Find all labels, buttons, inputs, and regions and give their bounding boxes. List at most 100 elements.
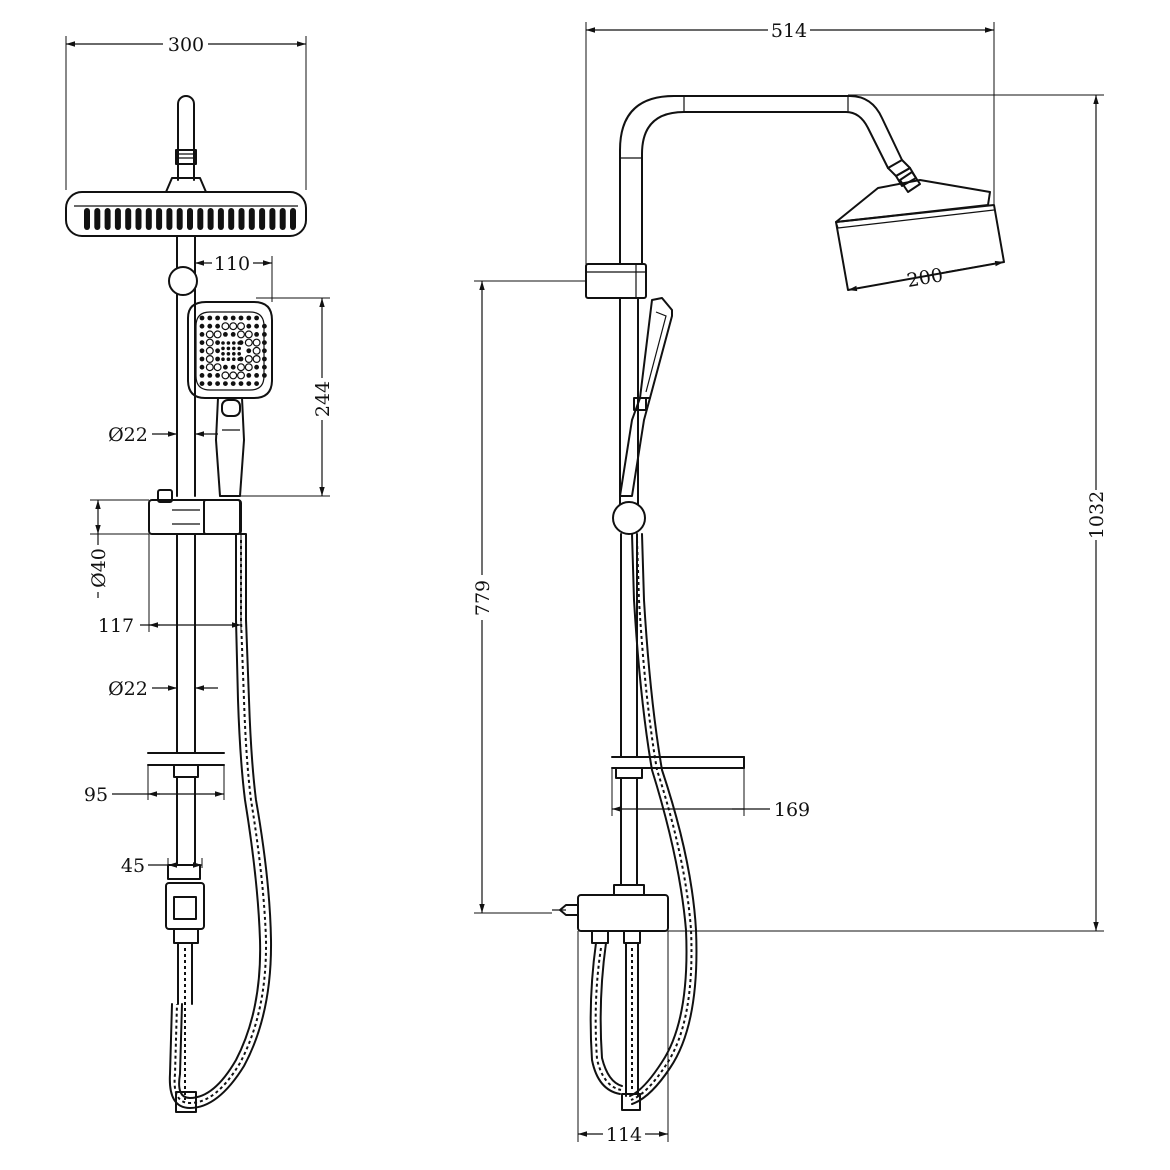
dim-label-95: 95 [84,784,108,806]
dim-valve-depth: 114 [577,931,669,1146]
dim-arm-projection: 514 [585,20,995,264]
spray-hole [246,381,252,386]
spray-hole [254,364,259,370]
spray-hole [246,323,252,329]
dim-handshower-length: 244 [240,297,334,497]
spray-hole [237,371,246,380]
spray-hole [246,373,252,378]
side-rail [612,297,646,886]
front-shelf [147,752,225,778]
dim-label-114: 114 [606,1124,642,1146]
side-mixer-valve [552,884,669,944]
center-spray-hole [221,346,225,351]
center-spray-hole [232,352,236,356]
spray-hole [246,348,252,354]
nozzle-slot [279,208,286,230]
spray-hole [199,373,205,378]
front-hose [168,533,273,1113]
spray-hole [213,363,222,372]
dim-rail-diameter-upper: Ø22 [108,424,218,446]
spray-hole [205,338,214,347]
nozzle-slot [197,208,204,230]
center-spray-hole [226,341,231,345]
nozzle-slot [248,208,255,230]
spray-hole [230,332,236,337]
spray-hole [262,323,267,329]
dim-label-d22-upper: Ø22 [108,424,148,446]
spray-hole [223,381,228,386]
spray-hole [215,348,221,354]
nozzle-slot [238,208,245,230]
center-spray-hole [221,341,225,345]
front-hand-shower [187,301,273,497]
spray-hole [205,355,214,364]
spray-hole [215,356,221,362]
center-spray-hole [237,357,241,362]
dim-head-diameter: 200 [847,260,1005,292]
side-shelf [611,756,745,779]
dim-outlet-width: 45 [121,855,203,877]
spray-hole [262,348,267,354]
dim-holder-projection: 117 [98,534,242,637]
spray-hole [215,315,221,321]
spray-hole [262,364,267,370]
spray-hole [205,330,214,339]
nozzle-slot [125,208,132,230]
spray-hole [229,371,238,380]
nozzle-slot [84,208,90,230]
spray-hole [207,315,213,321]
spray-hole [252,346,261,355]
nozzle-slot [217,208,224,230]
spray-hole [254,315,259,321]
spray-hole [262,373,267,378]
spray-hole [199,332,205,337]
spray-hole [230,364,236,370]
front-holder [148,489,242,535]
side-shower-arm [619,95,917,265]
dim-label-244: 244 [312,381,334,417]
spray-hole [207,323,213,329]
dim-label-200: 200 [905,264,945,292]
spray-hole [221,371,230,380]
nozzle-slot [135,208,142,230]
side-wall-bracket [585,263,647,299]
spray-hole [237,322,246,331]
spray-hole [205,346,214,355]
center-spray-hole [237,352,241,356]
spray-hole [252,355,261,364]
spray-hole [199,356,205,362]
dim-holder-diameter: Ø40 [88,499,149,598]
nozzle-slot [94,208,101,230]
spray-hole [199,381,205,386]
front-rain-head [65,191,307,237]
spray-hole [205,363,214,372]
spray-hole [199,315,205,321]
nozzle-slot [166,208,173,230]
center-spray-hole [226,346,231,351]
spray-hole [223,364,228,370]
dim-label-45: 45 [121,855,145,877]
spray-hole [246,315,252,321]
front-shower-arm [165,95,207,193]
center-spray-hole [221,357,225,362]
dim-shelf-depth: 169 [611,768,810,821]
spray-hole [199,323,205,329]
spray-hole [215,373,221,378]
spray-hole [230,381,236,386]
dim-label-d40: Ø40 [88,548,110,588]
nozzle-slot [145,208,152,230]
spray-hole [223,315,228,321]
dim-label-300: 300 [168,34,204,56]
dim-head-width: 300 [65,34,307,190]
front-view: 300 110 244 Ø22 Ø40 [65,34,334,1113]
spray-hole [215,381,221,386]
center-spray-hole [237,346,241,351]
dim-label-1032: 1032 [1086,491,1108,539]
spray-hole [262,340,267,345]
dim-label-169: 169 [774,799,810,821]
nozzle-slot [269,208,276,230]
dim-shelf-width: 95 [84,765,225,806]
spray-hole [244,330,253,339]
spray-hole [252,338,261,347]
